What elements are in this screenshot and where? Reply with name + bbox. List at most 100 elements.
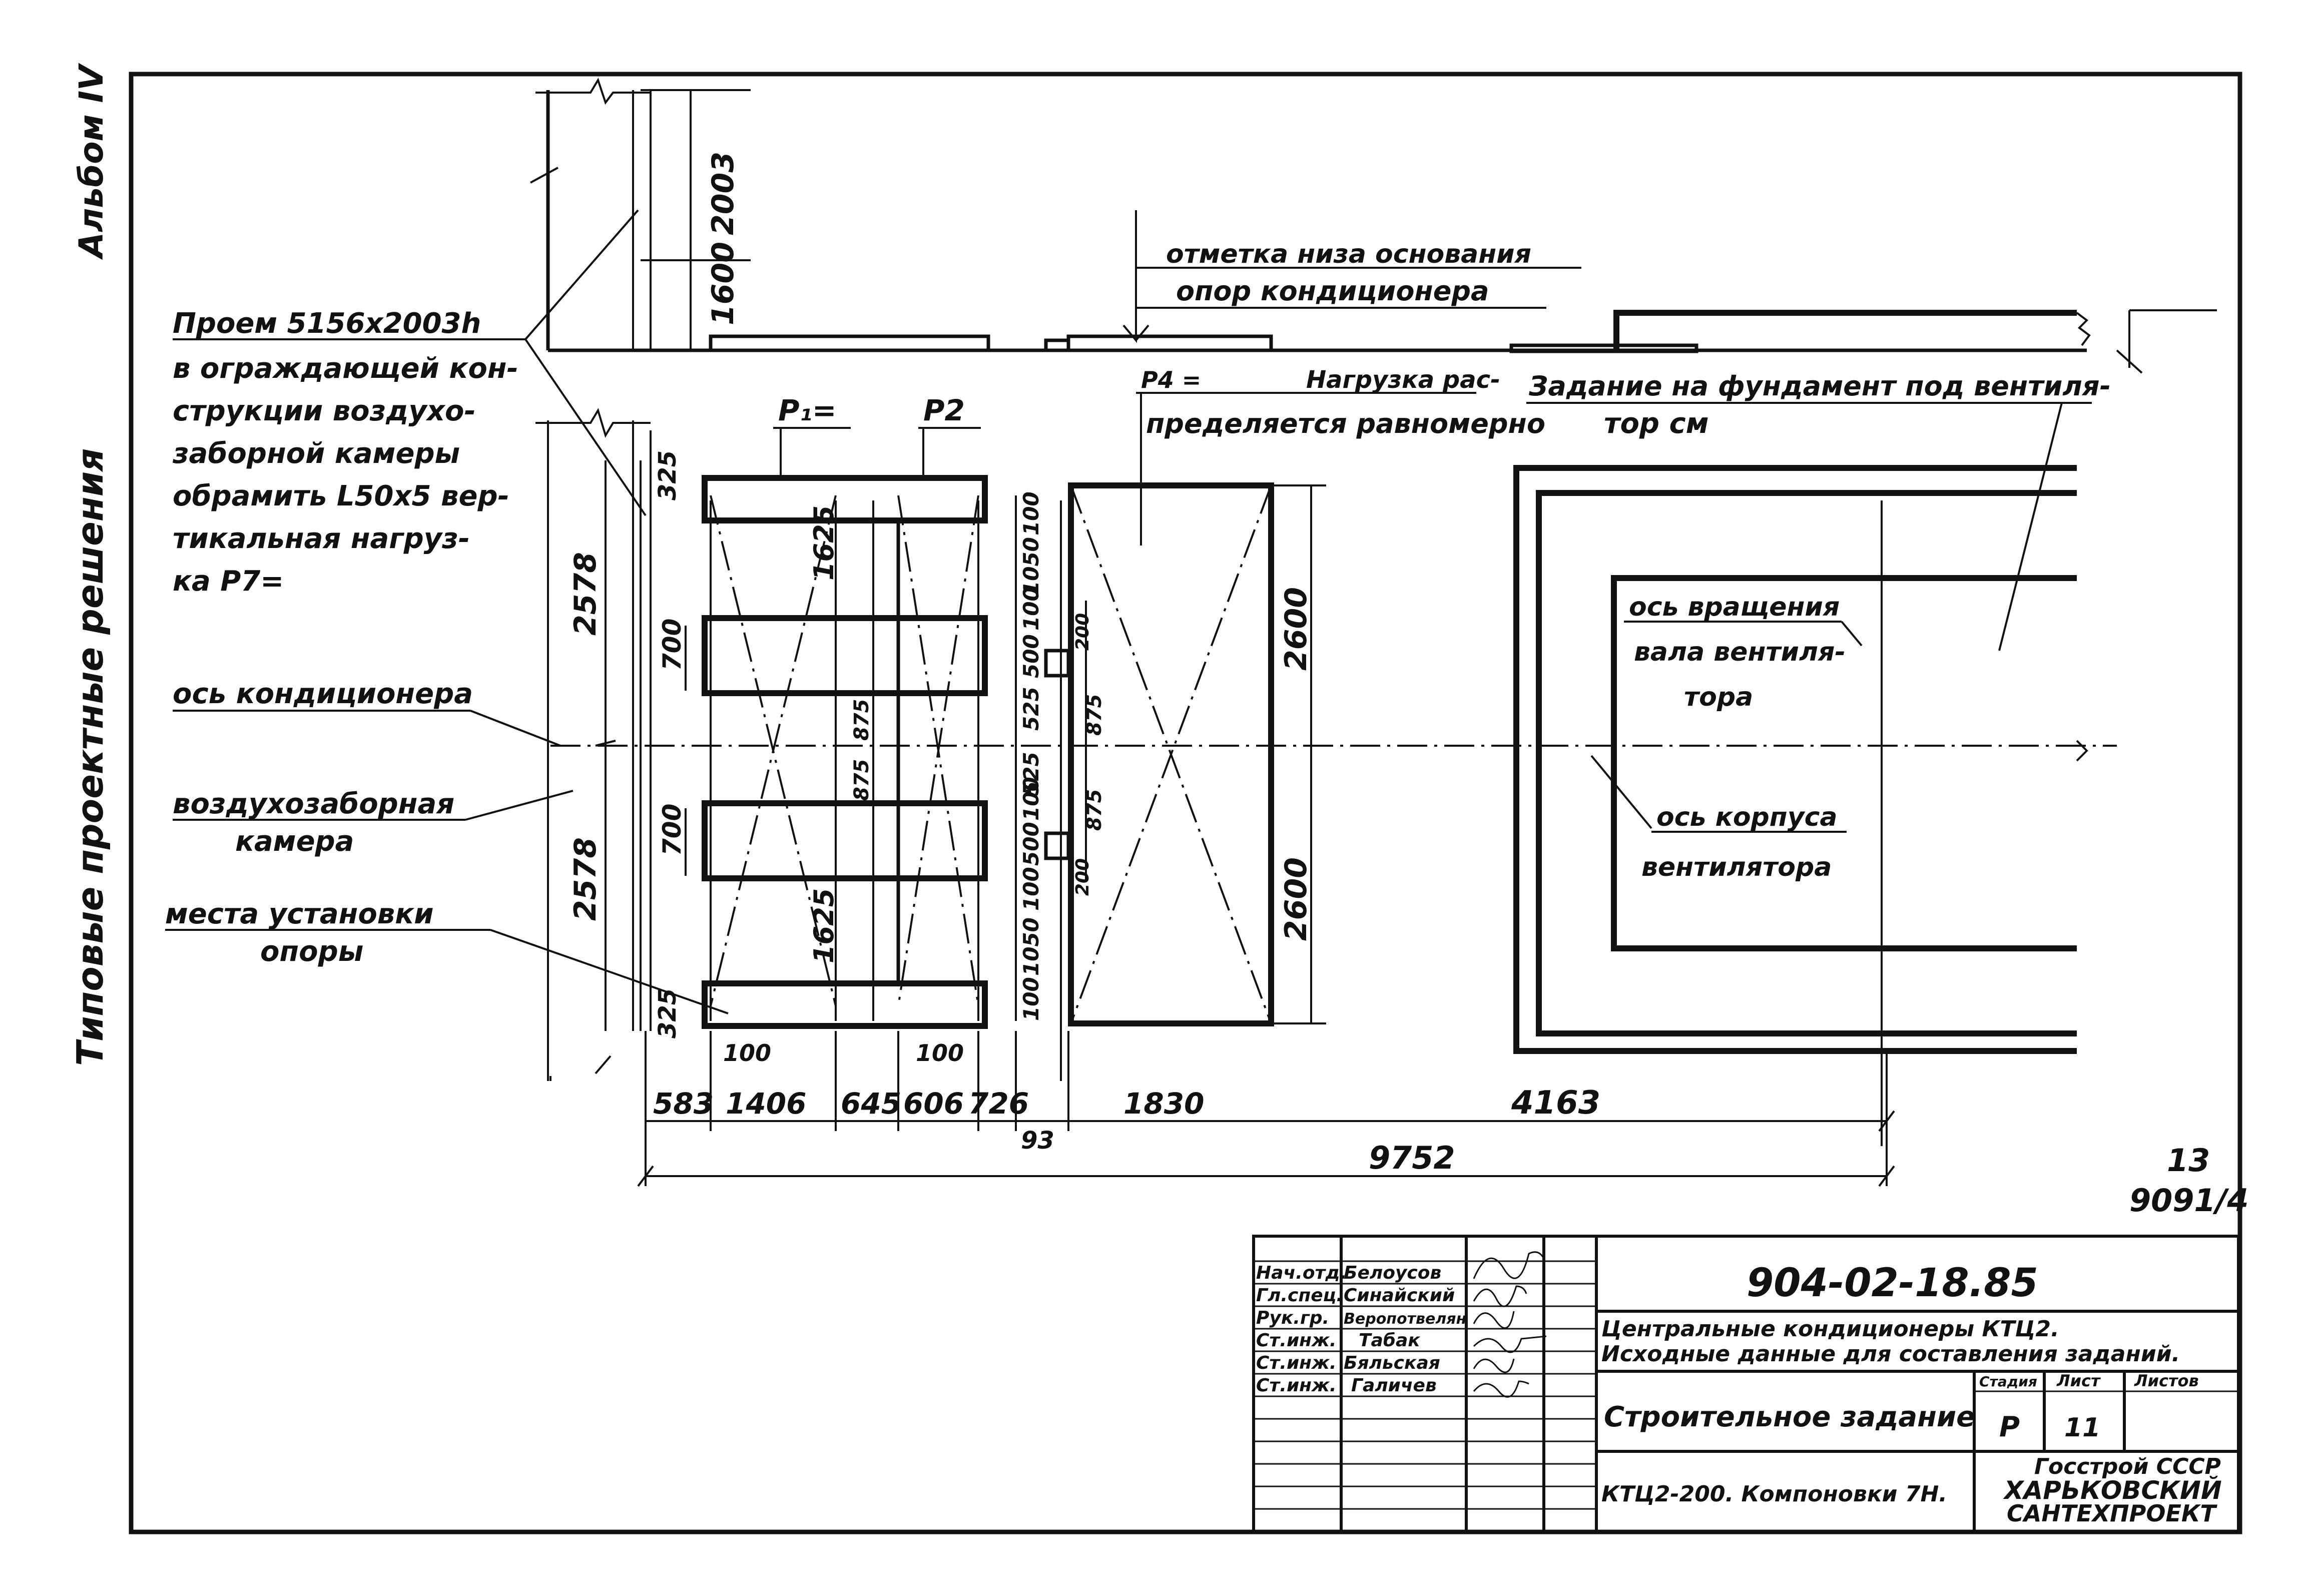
opening-note-line2: в ограждающей кон-	[173, 352, 518, 385]
load-p2: P2	[923, 393, 965, 427]
sheet-header: Лист	[2056, 1371, 2101, 1390]
org-line2: ХАРЬКОВСКИЙ	[2003, 1475, 2222, 1505]
title-block: Нач.отд. Белоусов Гл.спец. Синайский Рук…	[1252, 1235, 2240, 1533]
staff-role-1: Нач.отд.	[1256, 1263, 1347, 1283]
dim-525-bottom: 525	[1019, 752, 1043, 796]
sheet-ref-number: 13	[2167, 1142, 2210, 1179]
load-note-line2: пределяется равномерно	[1146, 408, 1545, 439]
dim-700-bottom: 700	[658, 804, 687, 856]
load-p4: P4 =	[1141, 366, 1201, 393]
staff-name-4: Табак	[1359, 1330, 1421, 1351]
intake-label-line1: воздухозаборная	[173, 788, 454, 820]
housing-axis-line2: вентилятора	[1641, 852, 1832, 882]
opening-note-line4: заборной камеры	[172, 437, 460, 470]
drawing-name: КТЦ2-200. Компоновки 7Н.	[1601, 1481, 1947, 1507]
load-p1: P₁=	[778, 393, 837, 427]
dim-645: 645	[841, 1087, 901, 1121]
plan-view: 2578 2578 325 325 1625 1625 700 700 875	[535, 393, 2117, 1081]
dim-100-b: 100	[1019, 587, 1043, 631]
dim-700-top: 700	[658, 619, 687, 671]
dim-726: 726	[968, 1087, 1029, 1121]
dim-2578-top: 2578	[568, 552, 603, 636]
dimension-chains: 583 1406 645 606 726 93 1830 4163 9752	[549, 1031, 1895, 1187]
staff-name-2: Синайский	[1344, 1285, 1455, 1306]
dim-100-d: 100	[1019, 777, 1043, 821]
sheet-ref-code: 9091/4	[2129, 1182, 2248, 1219]
opening-note-line7: ка P7=	[173, 565, 284, 598]
staff-role-3: Рук.гр.	[1256, 1308, 1329, 1328]
fan-task-line2: тор см	[1604, 407, 1708, 440]
fan-task-line1: Задание на фундамент под вентиля-	[1528, 370, 2111, 402]
opening-note-line6: тикальная нагруз-	[173, 522, 470, 555]
load-note-line1: Нагрузка рас-	[1306, 366, 1500, 394]
opening-note: Проем 5156х2003h в ограждающей кон- стру…	[172, 209, 647, 598]
dim-2600-top: 2600	[1279, 587, 1314, 671]
dim-500-top: 500	[1019, 634, 1043, 678]
dim-583: 583	[653, 1087, 714, 1121]
dim-2578-bottom: 2578	[568, 837, 603, 921]
dim-100-e: 100	[1019, 867, 1043, 911]
top-elevation: 2003 1600 отметка низа основания опор ко…	[530, 78, 2217, 374]
dim-875-a: 875	[850, 699, 873, 741]
opening-note-line3: струкции воздухо-	[173, 395, 476, 427]
dim-100-f: 100	[1019, 977, 1043, 1021]
rot-axis-line3: тора	[1684, 682, 1753, 712]
dim-200-bottom: 200	[1072, 858, 1093, 896]
staff-name-3: Веропотвелян	[1344, 1310, 1466, 1328]
org-line3: САНТЕХПРОЕКТ	[2007, 1500, 2217, 1527]
doc-code: 904-02-18.85	[1747, 1261, 2038, 1306]
sheet-title: Строительное задание	[1604, 1401, 1975, 1433]
stage-value: Р	[1999, 1411, 2020, 1443]
dim-500-bottom: 500	[1019, 822, 1043, 866]
staff-role-5: Ст.инж.	[1256, 1353, 1337, 1373]
housing-axis-line1: ось корпуса	[1656, 802, 1838, 832]
fan-foundation: Задание на фундамент под вентиля- тор см…	[1513, 370, 2111, 1146]
rot-axis-line2: вала вентиля-	[1634, 637, 1846, 667]
rot-axis-line1: ось вращения	[1629, 592, 1840, 622]
sheet-frame	[129, 72, 2242, 1534]
stage-header: Стадия	[1979, 1373, 2037, 1390]
dim-606: 606	[903, 1087, 964, 1121]
intake-label-line2: камера	[235, 825, 354, 858]
staff-role-6: Ст.инж.	[1256, 1375, 1337, 1396]
dim-1050-bottom: 1050	[1019, 917, 1043, 976]
dim-9752: 9752	[1369, 1140, 1455, 1176]
doc-title-line2: Исходные данные для составления заданий.	[1601, 1341, 2180, 1367]
dim-875-b: 875	[850, 759, 873, 801]
dim-1406: 1406	[726, 1087, 806, 1121]
sheets-header: Листов	[2134, 1371, 2199, 1390]
signature-marks	[1473, 1251, 1547, 1398]
base-mark-line1: отметка низа основания	[1166, 239, 1531, 269]
staff-name-6: Галичев	[1351, 1375, 1437, 1396]
doc-title-line1: Центральные кондиционеры КТЦ2.	[1601, 1316, 2059, 1342]
album-label: Альбом IV	[72, 63, 111, 260]
sheet-value: 11	[2064, 1413, 2100, 1443]
opening-note-line5: обрамить L50х5 вер-	[173, 480, 509, 512]
staff-role-2: Гл.спец.	[1256, 1285, 1343, 1306]
staff-name-5: Бяльская	[1344, 1353, 1440, 1373]
dim-93: 93	[1021, 1127, 1054, 1155]
dim-2600-bottom: 2600	[1279, 857, 1314, 941]
support-label-line2: опоры	[260, 935, 363, 968]
dim-4163: 4163	[1511, 1085, 1600, 1122]
dim-1830: 1830	[1123, 1087, 1204, 1121]
dim-100-h: 100	[916, 1039, 964, 1067]
staff-name-1: Белоусов	[1344, 1263, 1441, 1283]
dim-1600: 1600	[706, 242, 741, 325]
cond-axis-label: ось кондиционера	[173, 678, 473, 710]
dim-325-top: 325	[654, 450, 682, 500]
org-line1: Госстрой СССР	[2034, 1454, 2221, 1479]
support-label-line1: места установки	[165, 898, 433, 930]
staff-role-4: Ст.инж.	[1256, 1330, 1337, 1351]
base-mark-line2: опор кондиционера	[1176, 275, 1489, 307]
dim-525-top: 525	[1019, 687, 1043, 731]
dim-1625-bottom: 1625	[808, 888, 840, 963]
dim-1050-top: 1050	[1019, 537, 1043, 596]
series-label: Типовые проектные решения	[69, 448, 111, 1066]
opening-note-line1: Проем 5156х2003h	[173, 307, 481, 340]
dim-875-d: 875	[1083, 789, 1106, 831]
fan-load-area: 200 875 875 200 2600 2600 P4 = Нагрузка …	[1044, 366, 1545, 1026]
dim-1625-top: 1625	[808, 505, 840, 581]
dim-100-a: 100	[1019, 491, 1043, 536]
